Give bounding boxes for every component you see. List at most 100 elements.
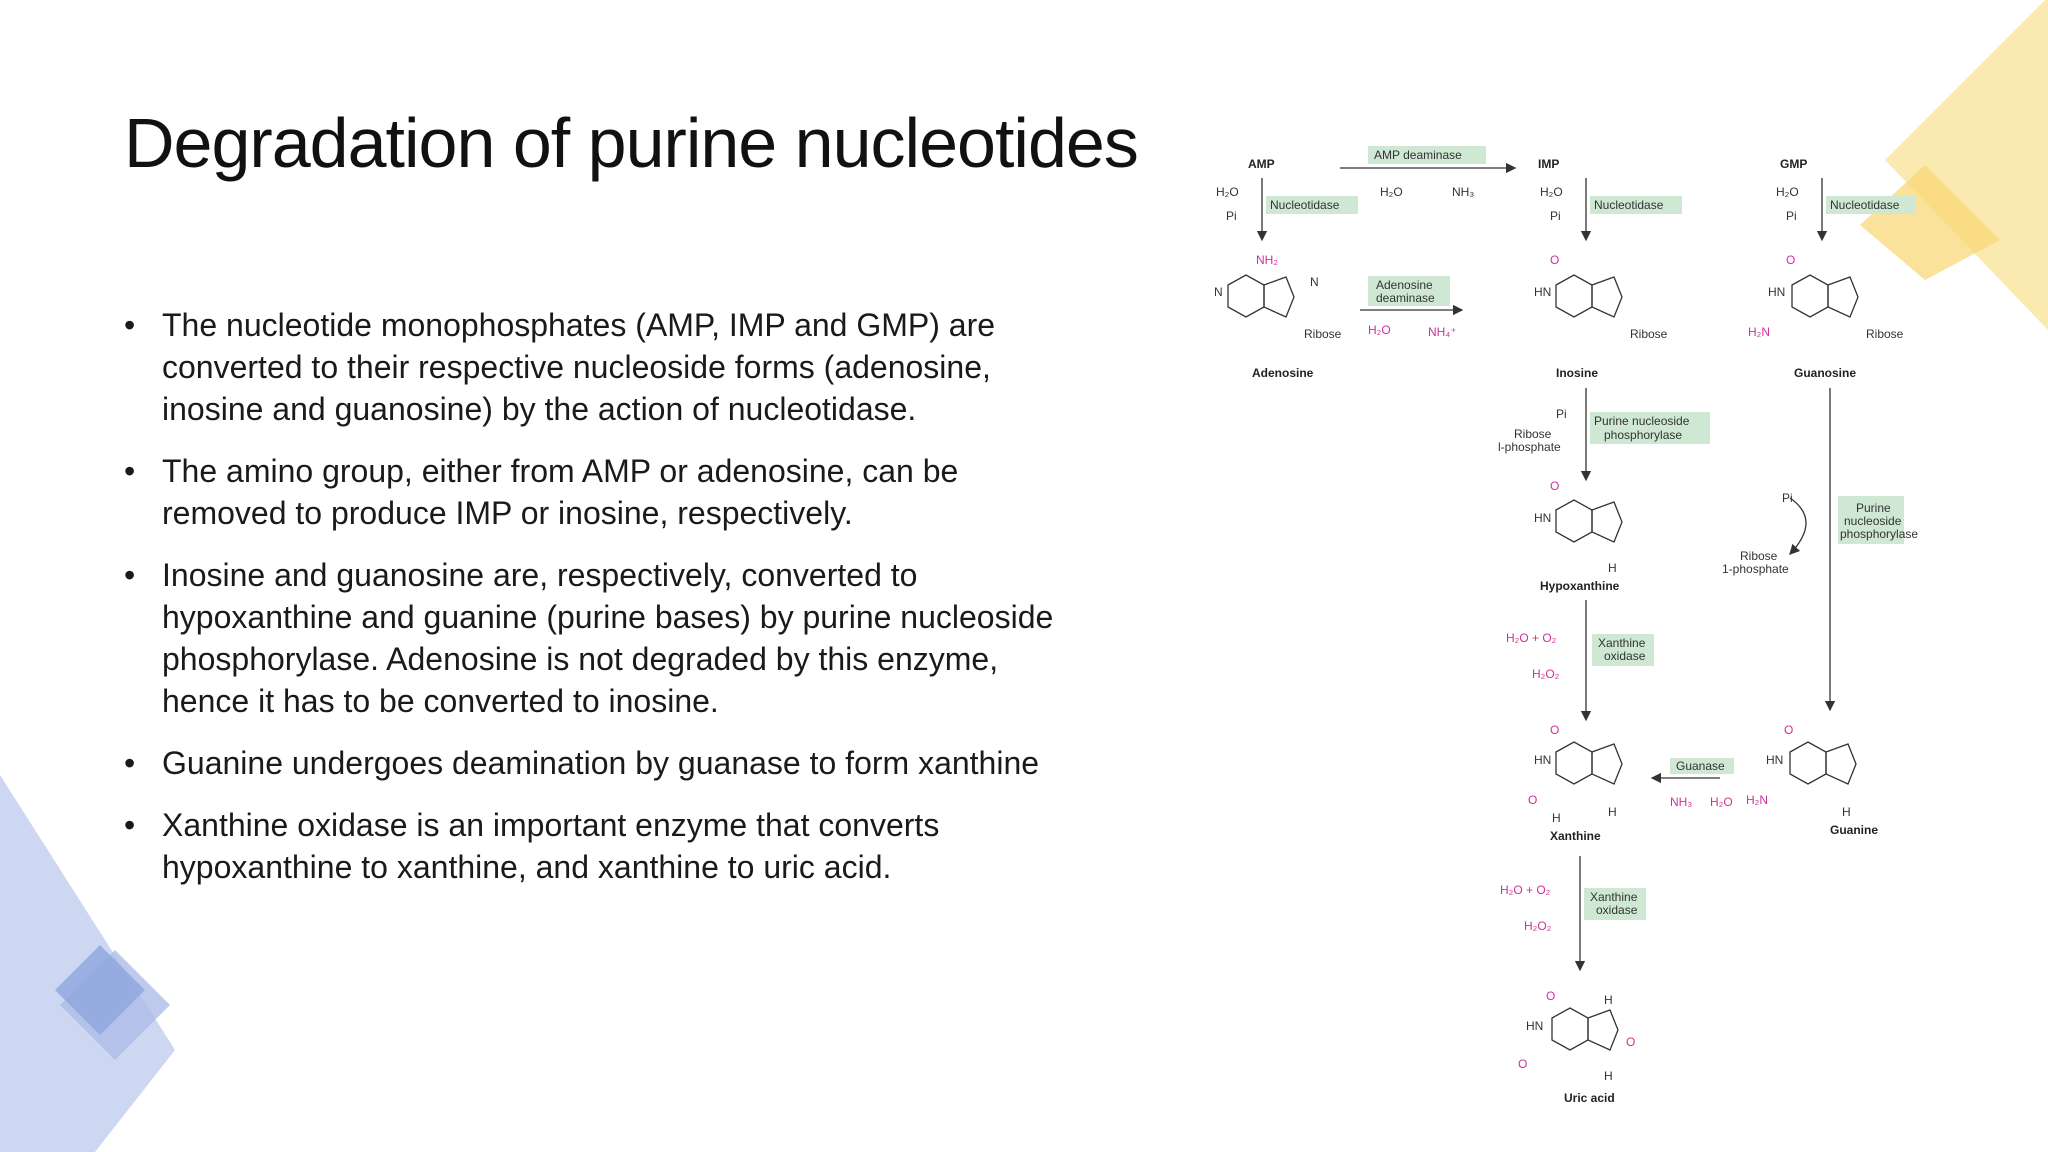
uric-acid-label: Uric acid [1564,1091,1615,1105]
enzyme-nucleotidase: Nucleotidase [1270,198,1340,212]
reagent-pi: Pi [1786,209,1797,223]
enzyme-adenosine-deaminase-line2: deaminase [1376,291,1435,305]
enzyme-nucleotidase: Nucleotidase [1594,198,1664,212]
atom-o: O [1550,723,1559,737]
guanine-label: Guanine [1830,823,1878,837]
hypoxanthine-structure [1555,499,1623,543]
enzyme-adenosine-deaminase-line1: Adenosine [1376,278,1433,292]
reagent-ribose-1p: Ribose [1514,427,1552,441]
enzyme-box-nucleotidase [1266,196,1358,214]
pnp-side-arrow [1789,497,1807,555]
atom-o: O [1518,1057,1527,1071]
bullet-item: The amino group, either from AMP or aden… [124,450,1084,534]
atom-h: H [1604,993,1613,1007]
enzyme-xanthine-oxidase-line1: Xanthine [1598,636,1646,650]
atom-h: H [1552,811,1561,825]
imp-label: IMP [1538,157,1559,171]
atom-hn: HN [1534,753,1551,767]
reagent-h2o-o2: H₂O + O₂ [1500,883,1551,897]
amp-label: AMP [1248,157,1275,171]
reagent-ribose-1p: 1-phosphate [1722,562,1789,576]
page-title: Degradation of purine nucleotides [124,104,1139,182]
hypoxanthine-label: Hypoxanthine [1540,579,1620,593]
reagent-pi: Pi [1226,209,1237,223]
reagent-h2o2: H₂O₂ [1524,919,1552,933]
reagent-h2o: H₂O [1368,323,1391,337]
reagent-ribose: Ribose [1304,327,1342,341]
enzyme-box-pnp-right [1838,496,1904,544]
atom-h2n: H₂N [1746,793,1768,807]
enzyme-pnp-right-line2: nucleoside [1844,514,1902,528]
enzyme-pnp-line1: Purine nucleoside [1594,414,1690,428]
reagent-ribose-1p: Ribose [1740,549,1778,563]
atom-n: N [1214,285,1223,299]
enzyme-pnp-right-line1: Purine [1856,501,1891,515]
uric-acid-structure [1551,1007,1619,1051]
enzyme-amp-deaminase: AMP deaminase [1374,148,1462,162]
atom-n: N [1310,275,1319,289]
purine-degradation-diagram: AMP IMP GMP AMP deaminase H₂O NH₃ H₂O Pi… [1214,146,1918,1105]
enzyme-pnp-line2: phosphorylase [1604,428,1682,442]
guanine-structure [1789,741,1857,785]
reagent-h2o: H₂O [1540,185,1563,199]
enzyme-box-xanthine-oxidase [1584,888,1646,920]
deco-blue-diamond-dark [55,945,145,1035]
enzyme-box-nucleotidase [1826,196,1916,214]
enzyme-xanthine-oxidase-line2: oxidase [1604,649,1646,663]
enzyme-box-xanthine-oxidase [1592,634,1654,666]
atom-nh2: NH₂ [1256,253,1278,267]
atom-hn: HN [1768,285,1785,299]
gmp-label: GMP [1780,157,1807,171]
bullet-list: The nucleotide monophosphates (AMP, IMP … [124,304,1084,908]
reagent-h2o: H₂O [1776,185,1799,199]
reagent-nh4: NH₄⁺ [1428,325,1457,339]
atom-o: O [1528,793,1537,807]
xanthine-structure [1555,741,1623,785]
bullet-item: Inosine and guanosine are, respectively,… [124,554,1084,722]
reagent-nh3: NH₃ [1452,185,1474,199]
enzyme-pnp-right-line3: phosphorylase [1840,527,1918,541]
reagent-ribose: Ribose [1866,327,1904,341]
inosine-label: Inosine [1556,366,1598,380]
reagent-ribose-1p: l-phosphate [1498,440,1561,454]
atom-hn: HN [1526,1019,1543,1033]
enzyme-box-pnp [1590,412,1710,444]
atom-o: O [1550,479,1559,493]
deco-yellow-shape [1885,0,2048,330]
enzyme-guanase: Guanase [1676,759,1725,773]
reagent-pi: Pi [1550,209,1561,223]
deco-yellow-diamond [1860,165,2000,280]
enzyme-xanthine-oxidase-line2: oxidase [1596,903,1638,917]
reagent-h2o: H₂O [1710,795,1733,809]
atom-h2n: H₂N [1748,325,1770,339]
reagent-pi: Pi [1782,491,1793,505]
guanosine-label: Guanosine [1794,366,1856,380]
atom-o: O [1784,723,1793,737]
enzyme-xanthine-oxidase-line1: Xanthine [1590,890,1638,904]
reagent-h2o: H₂O [1380,185,1403,199]
adenosine-structure [1227,274,1295,318]
enzyme-box-guanase [1670,758,1734,774]
atom-h: H [1604,1069,1613,1083]
atom-o: O [1786,253,1795,267]
reagent-ribose: Ribose [1630,327,1668,341]
atom-o: O [1546,989,1555,1003]
adenosine-label: Adenosine [1252,366,1314,380]
atom-hn: HN [1534,285,1551,299]
atom-h: H [1608,561,1617,575]
xanthine-label: Xanthine [1550,829,1601,843]
bullet-item: The nucleotide monophosphates (AMP, IMP … [124,304,1084,430]
inosine-structure [1555,274,1623,318]
atom-o: O [1626,1035,1635,1049]
enzyme-box-adenosine-deaminase [1368,276,1450,306]
bullet-item: Guanine undergoes deamination by guanase… [124,742,1084,784]
reagent-h2o: H₂O [1216,185,1239,199]
enzyme-nucleotidase: Nucleotidase [1830,198,1900,212]
enzyme-box-nucleotidase [1590,196,1682,214]
atom-h: H [1842,805,1851,819]
atom-hn: HN [1766,753,1783,767]
reagent-nh3: NH₃ [1670,795,1692,809]
bullet-item: Xanthine oxidase is an important enzyme … [124,804,1084,888]
reagent-h2o-o2: H₂O + O₂ [1506,631,1557,645]
